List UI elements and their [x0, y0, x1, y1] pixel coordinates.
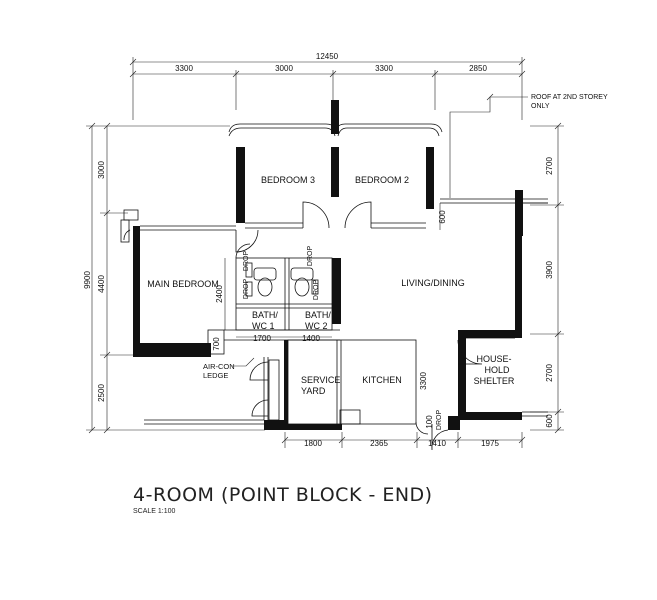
drop-label-1: DROP	[243, 251, 250, 272]
room-bath-1-line-2: WC 1	[252, 321, 275, 331]
room-service-yard-line-2: YARD	[301, 386, 326, 396]
bottom-dim-1: 1800	[304, 439, 322, 448]
left-dim-1: 3000	[97, 161, 106, 179]
aircon-ledge-line-1: AIR-CON	[203, 362, 235, 371]
left-dim-3: 2500	[97, 384, 106, 402]
top-dim-2: 3000	[275, 64, 293, 73]
room-shelter-line-2: HOLD	[484, 365, 510, 375]
roof-note-line-1: ROOF AT 2ND STOREY	[531, 94, 608, 101]
right-dim-4: 600	[545, 414, 554, 428]
roof-note-line-2: ONLY	[531, 103, 550, 110]
top-dim-4: 2850	[469, 64, 487, 73]
partitions	[140, 222, 515, 425]
bedroom-side-dim: 600	[438, 210, 447, 224]
left-dimension-chain: 9900 3000 4400 2500	[83, 122, 265, 434]
bottom-dim-2: 2365	[370, 439, 388, 448]
bottom-dim-4: 1975	[481, 439, 499, 448]
top-dim-3: 3300	[375, 64, 393, 73]
plan-title: 4-ROOM (POINT BLOCK - END)	[133, 484, 433, 506]
room-shelter-line-3: SHELTER	[474, 376, 515, 386]
room-bath-2-line-2: WC 2	[305, 321, 328, 331]
left-dim-2: 4400	[97, 275, 106, 293]
title-block: 4-ROOM (POINT BLOCK - END) SCALE 1:100	[133, 484, 433, 515]
room-service-yard-line-1: SERVICE	[301, 375, 340, 385]
room-bath-2-line-1: BATH/	[305, 310, 331, 320]
room-main-bedroom: MAIN BEDROOM	[147, 279, 219, 289]
room-living-dining: LIVING/DINING	[401, 278, 465, 288]
drop-label-5: DROP	[436, 410, 443, 431]
plan-scale: SCALE 1:100	[133, 508, 176, 515]
left-total-dim: 9900	[83, 271, 92, 289]
room-bath-1-line-1: BATH/	[252, 310, 278, 320]
bath-2-width-dim: 1400	[302, 334, 320, 343]
bath-1-width-dim: 1700	[253, 334, 271, 343]
walls	[133, 100, 523, 430]
room-kitchen: KITCHEN	[362, 375, 402, 385]
right-dim-2: 3900	[545, 261, 554, 279]
roof-note: ROOF AT 2ND STOREY ONLY	[449, 93, 608, 198]
aircon-ledge-line-2: LEDGE	[203, 371, 228, 380]
top-dimension-chain: 12450 3300 3000 3300 2850	[129, 52, 526, 120]
bath-height-dim: 2400	[215, 285, 224, 303]
drop-label-4: DROP	[313, 280, 320, 301]
right-dimension-chain: 2700 3900 2700 600	[530, 122, 564, 434]
drop-depth-dim: 100	[425, 415, 434, 429]
door-swings	[123, 201, 483, 451]
room-bedroom-3: BEDROOM 3	[261, 175, 315, 185]
overall-width-label: 12450	[316, 52, 339, 61]
inner-dimensions: 1700 1400 2400 700 600 3300 100	[212, 203, 447, 429]
kitchen-depth-dim: 3300	[419, 372, 428, 390]
bottom-dim-3: 1410	[428, 439, 446, 448]
top-dim-1: 3300	[175, 64, 193, 73]
room-shelter-line-1: HOUSE-	[476, 354, 511, 364]
ledge-dim: 700	[212, 337, 221, 351]
drop-label-3: DROP	[243, 279, 250, 300]
right-dim-3: 2700	[545, 364, 554, 382]
room-labels: BEDROOM 3 BEDROOM 2 MAIN BEDROOM LIVING/…	[147, 175, 515, 396]
right-dim-1: 2700	[545, 157, 554, 175]
drop-label-2: DROP	[307, 246, 314, 267]
bath-fixtures	[245, 262, 319, 297]
drop-labels: DROP DROP DROP DROP DROP	[243, 246, 443, 431]
bottom-dimension-chain: 1800 2365 1410 1975	[281, 432, 526, 448]
room-bedroom-2: BEDROOM 2	[355, 175, 409, 185]
